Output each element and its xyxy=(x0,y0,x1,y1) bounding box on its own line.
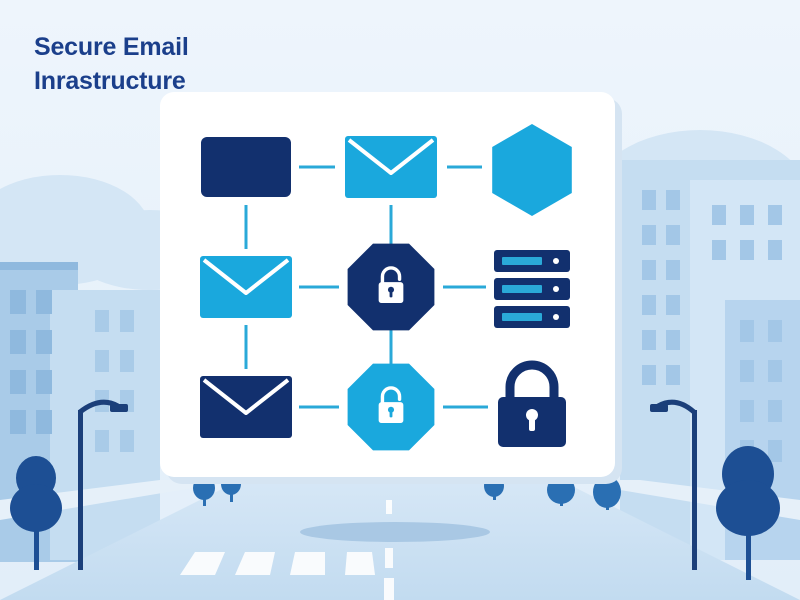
rounded-rectangle-icon xyxy=(201,137,291,197)
left-buildings xyxy=(0,262,160,562)
street xyxy=(0,480,800,600)
title-line-2: Inrastructure xyxy=(34,67,186,95)
envelope-icon xyxy=(345,136,437,198)
padlock-icon xyxy=(498,360,566,447)
envelope-icon xyxy=(200,256,292,318)
street-lamps xyxy=(78,399,697,570)
envelope-icon xyxy=(200,376,292,438)
title-line-1: Secure Email xyxy=(34,33,189,61)
octagon-padlock-icon xyxy=(347,363,435,451)
connectors xyxy=(244,165,488,409)
foreground-trees xyxy=(10,446,780,580)
octagon-padlock-icon xyxy=(347,243,435,331)
hexagon-icon xyxy=(492,124,572,216)
diagram-nodes xyxy=(200,124,572,451)
server-stack-icon xyxy=(494,250,570,328)
page-title: Secure Email Inrastructure xyxy=(34,30,189,98)
